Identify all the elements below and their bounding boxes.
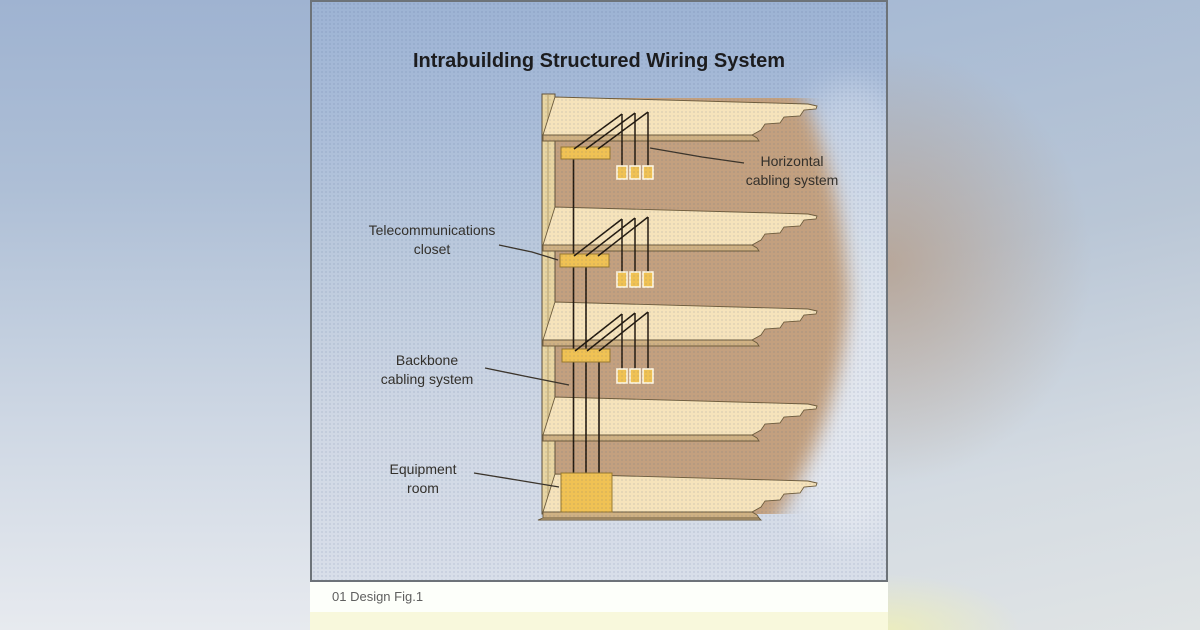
caption-bar: 01 Design Fig.1 bbox=[310, 582, 888, 612]
outlets-floor-3 bbox=[616, 368, 654, 384]
diagram-title: Intrabuilding Structured Wiring System bbox=[412, 50, 786, 72]
leader-equipment-room bbox=[473, 472, 560, 488]
label-backbone-cabling-system: Backbone cabling system bbox=[380, 352, 474, 387]
outlets-floor-2 bbox=[616, 271, 654, 288]
horizontal-cables-floor-2 bbox=[573, 216, 649, 273]
outlets-floor-1 bbox=[616, 165, 654, 180]
equipment-room-box bbox=[560, 472, 613, 513]
building-diagram bbox=[473, 82, 886, 542]
figure-image: Intrabuilding Structured Wiring System H… bbox=[310, 0, 888, 630]
telecom-closet-1 bbox=[560, 146, 611, 160]
footer-strip bbox=[310, 612, 888, 630]
leader-horizontal-cabling bbox=[649, 147, 745, 164]
building-wall bbox=[541, 93, 556, 515]
label-equipment-room: Equipment room bbox=[389, 461, 457, 496]
leader-backbone-cabling bbox=[484, 367, 570, 386]
background-left bbox=[0, 0, 310, 630]
label-horizontal-cabling-system: Horizontal cabling system bbox=[745, 153, 839, 188]
backbone-cables bbox=[572, 159, 600, 473]
background-right bbox=[888, 0, 1200, 630]
telecom-closet-2 bbox=[559, 253, 610, 268]
leader-telecom-closet bbox=[498, 244, 559, 261]
diagram-panel: Intrabuilding Structured Wiring System H… bbox=[310, 0, 888, 582]
telecom-closet-3 bbox=[561, 348, 611, 363]
label-telecommunications-closet: Telecommunications closet bbox=[368, 222, 496, 257]
horizontal-cables-floor-3 bbox=[574, 311, 649, 370]
horizontal-cables-floor-1 bbox=[573, 111, 649, 167]
figure-caption: 01 Design Fig.1 bbox=[332, 589, 424, 604]
floor-slab-5-ground bbox=[537, 473, 818, 521]
